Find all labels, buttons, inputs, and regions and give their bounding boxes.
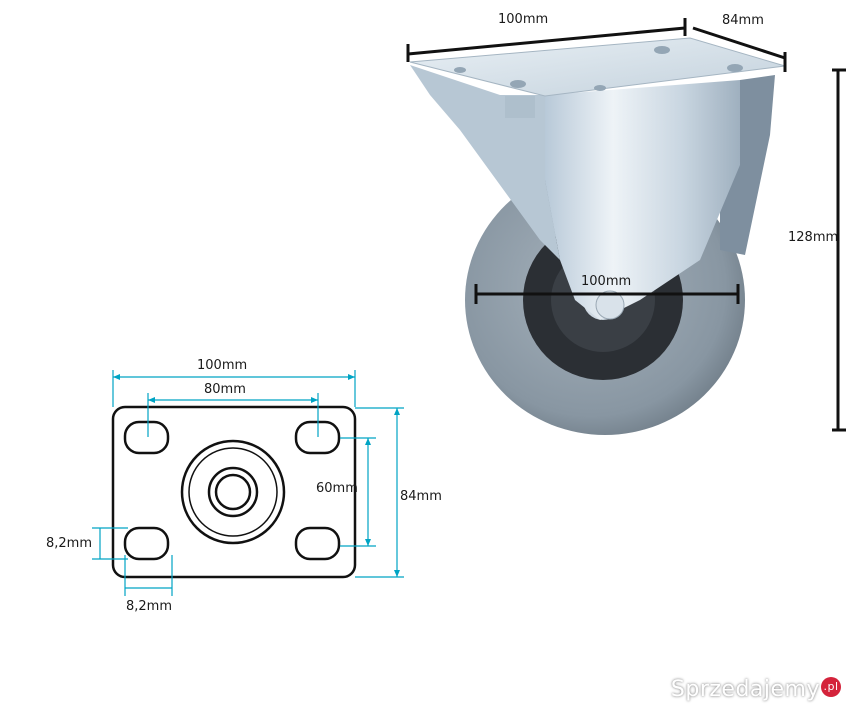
caster-dimension-lines <box>406 18 846 432</box>
plate-width-label: 100mm <box>197 358 248 373</box>
bracket-front <box>545 80 740 320</box>
slot-width-label: 8,2mm <box>126 599 173 614</box>
plate-dimension-lines <box>92 370 404 596</box>
watermark-suffix: .pl <box>821 677 841 697</box>
top-depth-label: 84mm <box>722 13 764 28</box>
plate-center-inner <box>214 473 252 511</box>
watermark-text: Sprzedajemy <box>670 677 820 702</box>
wheel-diameter-label: 100mm <box>581 274 632 289</box>
plate-drawing <box>111 405 357 579</box>
height-label: 128mm <box>788 230 839 245</box>
hole-spacing-y-label: 60mm <box>316 481 358 496</box>
slot-top-left <box>123 420 170 455</box>
hole-spacing-x-label: 80mm <box>204 382 246 397</box>
slot-bottom-left <box>123 526 170 561</box>
top-width-label: 100mm <box>498 12 549 27</box>
slot-height-label: 8,2mm <box>46 536 93 551</box>
plate-center-outer <box>180 439 286 545</box>
caster-photo <box>409 37 786 435</box>
slot-bottom-right <box>294 526 341 561</box>
axle-nut <box>595 290 625 320</box>
plate-depth-label: 84mm <box>400 489 442 504</box>
plate-outline <box>111 405 357 579</box>
sprzedajemy-watermark: Sprzedajemy.pl <box>671 677 841 702</box>
